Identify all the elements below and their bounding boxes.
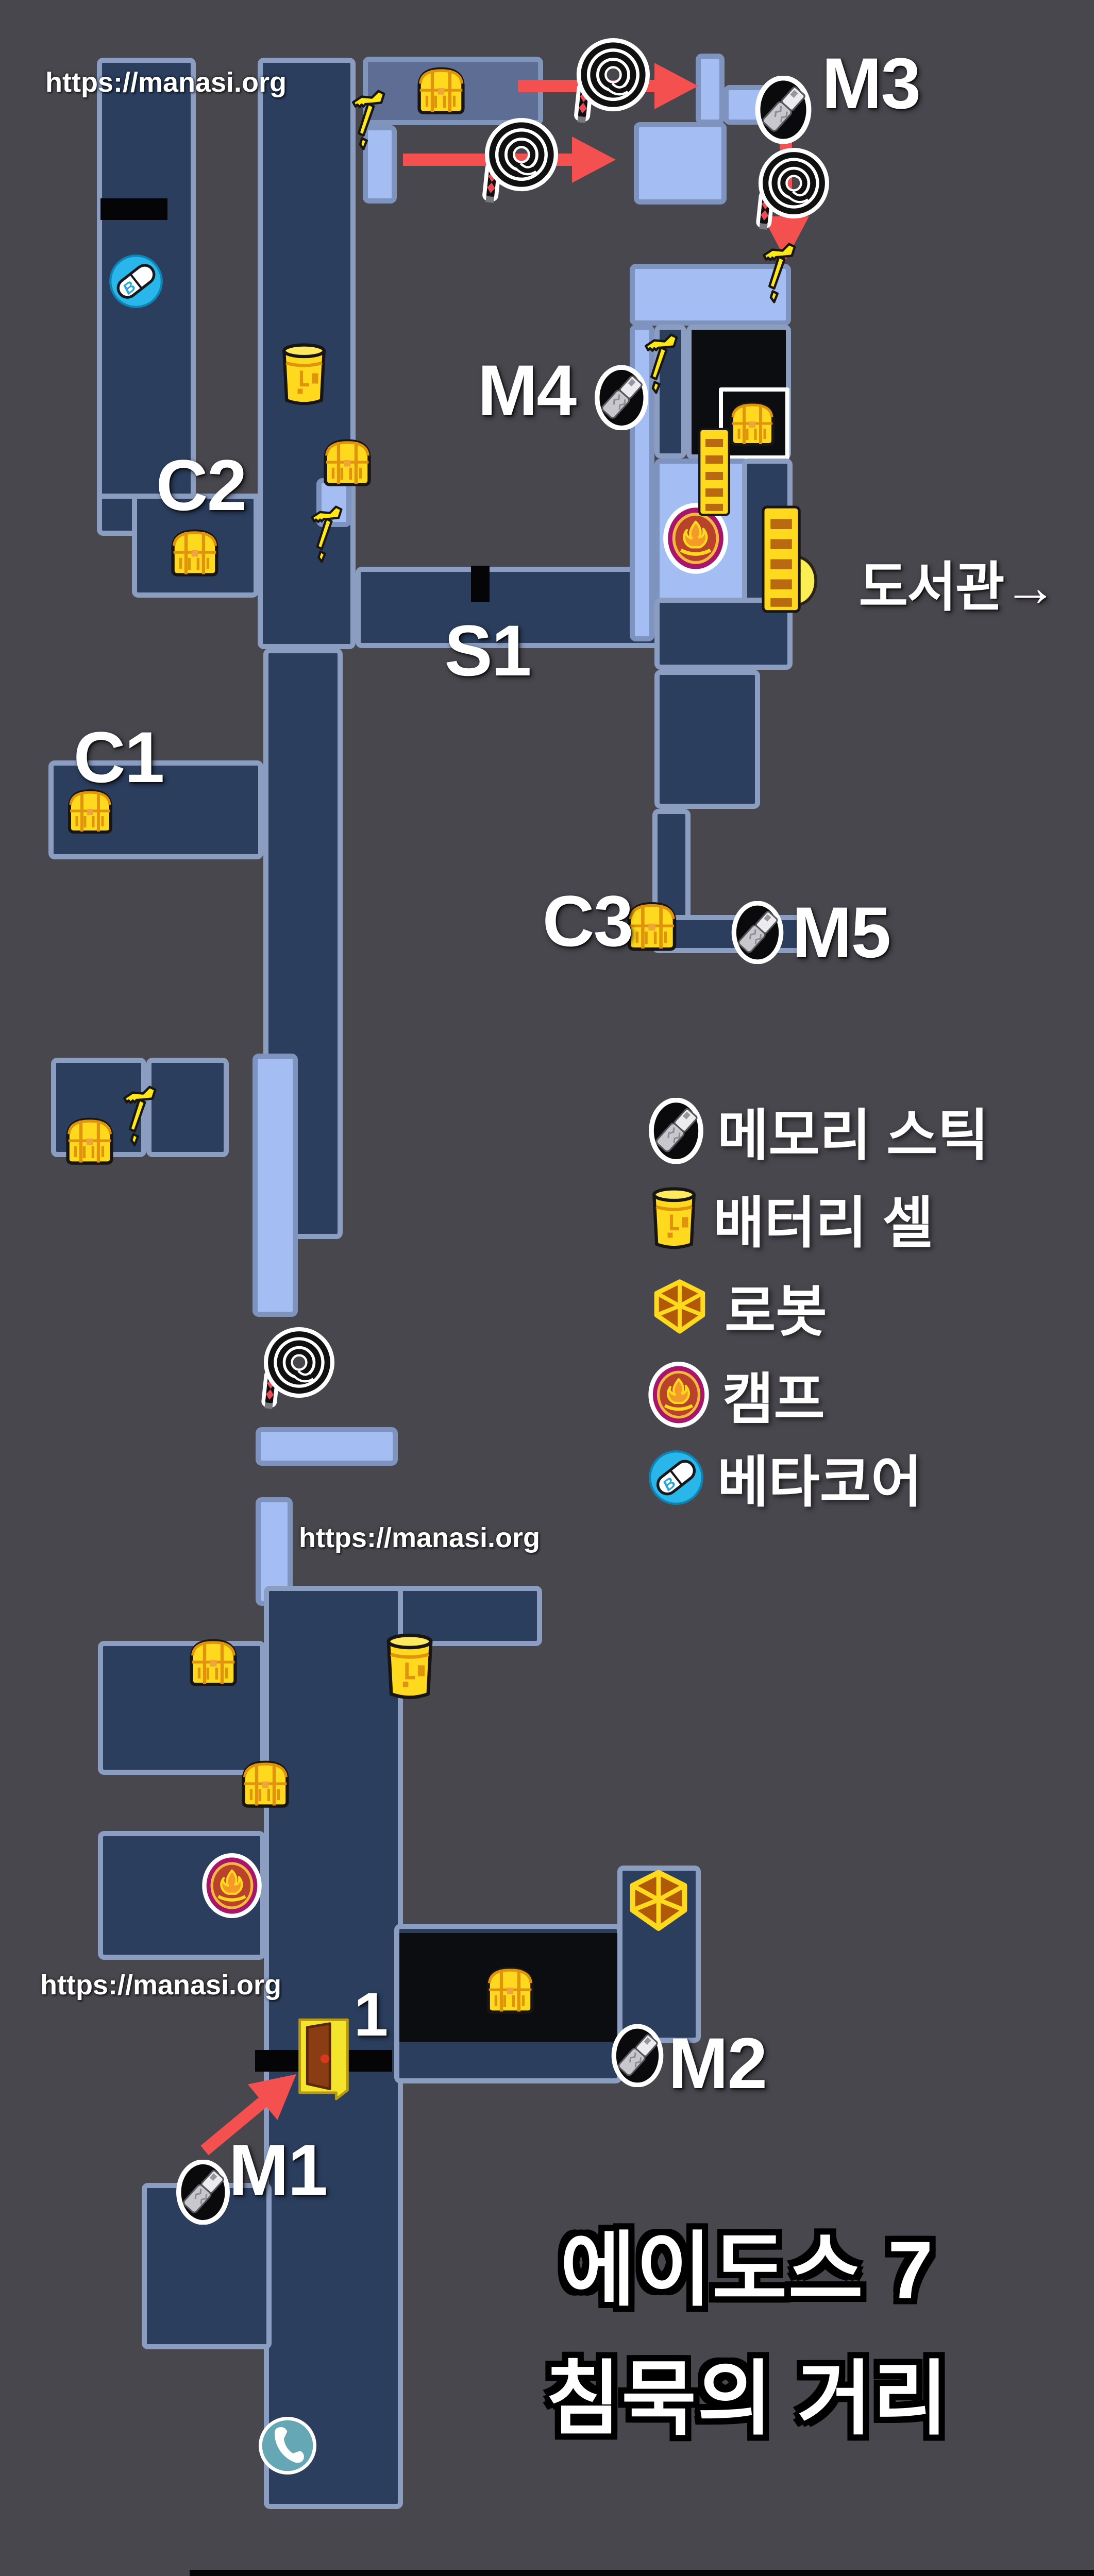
treasure-chest-icon [316, 434, 379, 488]
s1-door-block [471, 566, 490, 602]
left-door-block [100, 198, 167, 220]
label-s1: S1 [444, 610, 531, 691]
memory-stick-icon [594, 365, 649, 430]
legend-row-robot: 로봇 [648, 1266, 827, 1348]
label-c3: C3 [542, 880, 634, 961]
treasure-chest-icon [234, 1755, 297, 1810]
spear-icon [760, 243, 812, 303]
legend-row-beta-core: 베타코어 [648, 1436, 922, 1519]
memory-stick-icon [648, 1098, 704, 1164]
right-corridor [654, 670, 760, 809]
legend-row-battery-cell: 배터리 셀 [648, 1177, 933, 1260]
robot-icon [648, 1278, 711, 1336]
door-icon [292, 2014, 355, 2103]
legend-label: 베타코어 [717, 1451, 922, 1513]
lower-room-a [98, 1641, 265, 1775]
battery-cell-icon [648, 1184, 700, 1252]
beta-core-icon [109, 254, 163, 309]
label-m2: M2 [668, 2023, 767, 2104]
phone-icon [259, 2417, 316, 2475]
whip-icon [472, 118, 558, 205]
battery-cell-icon [382, 1629, 437, 1704]
battery-cell-icon [278, 341, 330, 409]
legend-row-camp: 캠프 [648, 1353, 825, 1436]
treasure-chest-icon [182, 1634, 245, 1688]
map-title-line1: 에이도스 7 [560, 2225, 934, 2316]
memory-stick-icon [730, 901, 785, 964]
memory-stick-icon [174, 2160, 232, 2225]
elevator-strip [253, 1054, 298, 1317]
legend-label: 배터리 셀 [713, 1192, 934, 1254]
light-platform [256, 1427, 398, 1466]
watermark-top: https://manasi.org [45, 67, 287, 98]
spear-icon [117, 1086, 175, 1146]
legend-label: 로봇 [725, 1280, 827, 1343]
label-m4: M4 [477, 350, 577, 431]
spear-icon [642, 333, 694, 394]
treasure-chest-icon [410, 62, 473, 116]
m3-strip [696, 54, 725, 125]
bottom-strip [190, 2570, 1094, 2576]
ladder-icon [761, 504, 801, 615]
spear-icon [346, 90, 404, 150]
watermark-middle: https://manasi.org [299, 1522, 541, 1553]
left-corridor [97, 58, 196, 534]
legend-label: 메모리 스틱 [717, 1104, 989, 1166]
camp-icon [202, 1853, 262, 1918]
whip-icon [251, 1326, 334, 1412]
treasure-chest-icon [58, 1112, 121, 1167]
label-door-1: 1 [354, 1980, 389, 2049]
lift-strip-1 [363, 125, 397, 204]
whip-icon [563, 38, 650, 125]
label-m3: M3 [821, 43, 921, 124]
memory-stick-icon [610, 2024, 665, 2087]
label-m5: M5 [792, 892, 891, 973]
watermark-bottom: https://manasi.org [40, 1970, 282, 2001]
spear-icon [306, 505, 360, 563]
treasure-chest-icon [163, 524, 226, 579]
right-junction [654, 598, 793, 670]
legend-row-memory-stick: 메모리 스틱 [648, 1090, 989, 1172]
m3-square [634, 122, 727, 205]
robot-icon [624, 1869, 694, 1934]
label-library: 도서관→ [859, 557, 1057, 618]
ladder-icon [698, 426, 731, 518]
m4-top-band [630, 264, 791, 326]
whip-icon [746, 146, 829, 233]
beta-core-icon [648, 1450, 704, 1505]
label-m1: M1 [228, 2129, 328, 2210]
map-title-line2: 침묵의 거리 [545, 2353, 949, 2445]
treasure-chest-icon [722, 397, 782, 448]
treasure-chest-icon [478, 1961, 543, 2016]
chest-room-b [146, 1058, 229, 1157]
legend-label: 캠프 [722, 1368, 825, 1430]
memory-stick-icon [754, 76, 812, 144]
label-c1: C1 [73, 717, 165, 798]
camp-icon [648, 1362, 709, 1428]
label-c2: C2 [156, 445, 247, 526]
